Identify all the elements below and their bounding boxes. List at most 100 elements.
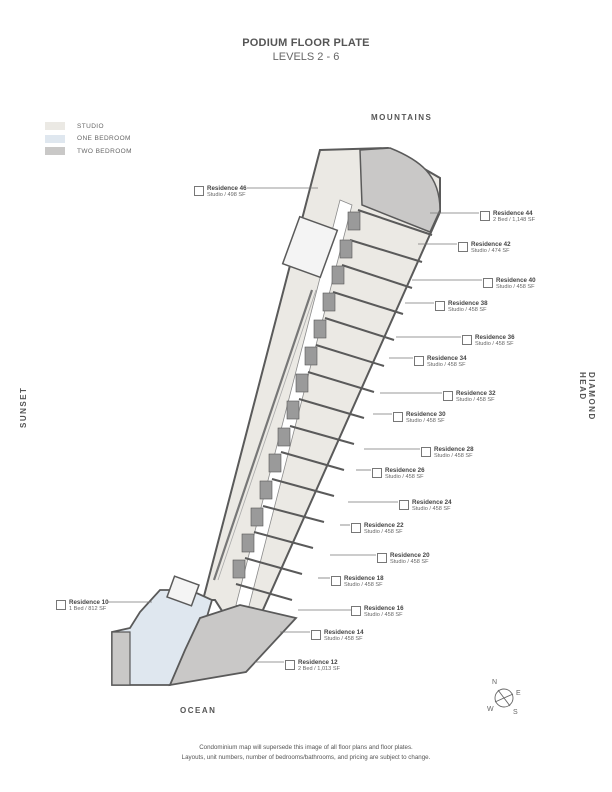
checkbox-icon[interactable] xyxy=(421,447,431,457)
residence-44-area xyxy=(359,147,441,233)
studio-swatch xyxy=(45,122,65,131)
residence-info: Studio / 474 SF xyxy=(471,248,510,254)
residence-name: Residence 12 xyxy=(298,659,338,666)
residence-name: Residence 24 xyxy=(412,499,452,506)
disclaimer-line-1: Condominium map will supersede this imag… xyxy=(199,744,413,751)
residence-info: Studio / 458 SF xyxy=(475,341,514,347)
residence-info: Studio / 458 SF xyxy=(390,559,429,565)
residence-name: Residence 20 xyxy=(390,552,430,559)
residence-12-area xyxy=(168,604,298,687)
residence-info: Studio / 458 SF xyxy=(448,307,487,313)
residence-info: Studio / 458 SF xyxy=(412,506,451,512)
compass-west: W xyxy=(487,706,494,713)
residence-info: Studio / 458 SF xyxy=(364,529,403,535)
legend-item-studio: STUDIO xyxy=(45,120,132,133)
checkbox-icon[interactable] xyxy=(443,391,453,401)
page-subtitle: LEVELS 2 - 6 xyxy=(272,51,340,63)
residence-name: Residence 30 xyxy=(406,411,446,418)
residence-name: Residence 28 xyxy=(434,446,474,453)
residence-name: Residence 34 xyxy=(427,355,467,362)
checkbox-icon[interactable] xyxy=(435,301,445,311)
compass-south: S xyxy=(513,709,518,716)
checkbox-icon[interactable] xyxy=(372,468,382,478)
direction-north-label: MOUNTAINS xyxy=(371,113,433,122)
residence-name: Residence 26 xyxy=(385,467,425,474)
residence-info: Studio / 498 SF xyxy=(207,192,246,198)
checkbox-icon[interactable] xyxy=(285,660,295,670)
residence-info: 2 Bed / 1,148 SF xyxy=(493,217,535,223)
checkbox-icon[interactable] xyxy=(351,606,361,616)
compass-icon xyxy=(494,688,514,708)
compass-east: E xyxy=(516,690,521,697)
residence-info: Studio / 458 SF xyxy=(456,397,495,403)
checkbox-icon[interactable] xyxy=(483,278,493,288)
checkbox-icon[interactable] xyxy=(311,630,321,640)
residence-info: 1 Bed / 812 SF xyxy=(69,606,107,612)
compass-north: N xyxy=(492,679,498,686)
residence-10-area xyxy=(111,589,214,686)
legend-item-one-bedroom: ONE BEDROOM xyxy=(45,133,132,146)
residence-info: Studio / 458 SF xyxy=(344,582,383,588)
checkbox-icon[interactable] xyxy=(462,335,472,345)
checkbox-icon[interactable] xyxy=(393,412,403,422)
disclaimer-line-2: Layouts, unit numbers, number of bedroom… xyxy=(181,754,431,761)
two-bedroom-swatch xyxy=(45,147,65,156)
residence-name: Residence 10 xyxy=(69,599,109,606)
residence-info: Studio / 458 SF xyxy=(324,636,363,642)
residence-info: Studio / 458 SF xyxy=(496,284,535,290)
legend-label: ONE BEDROOM xyxy=(77,135,131,143)
residence-info: Studio / 458 SF xyxy=(427,362,466,368)
legend-item-two-bedroom: TWO BEDROOM xyxy=(45,145,132,158)
checkbox-icon[interactable] xyxy=(480,211,490,221)
residence-name: Residence 18 xyxy=(344,575,384,582)
residence-name: Residence 14 xyxy=(324,629,364,636)
residence-name: Residence 40 xyxy=(496,277,536,284)
residence-name: Residence 16 xyxy=(364,605,404,612)
residence-info: Studio / 458 SF xyxy=(364,612,403,618)
checkbox-icon[interactable] xyxy=(399,500,409,510)
disclaimer: Condominium map will supersede this imag… xyxy=(0,743,612,763)
one-bedroom-swatch xyxy=(45,134,65,143)
checkbox-icon[interactable] xyxy=(377,553,387,563)
residence-name: Residence 42 xyxy=(471,241,511,248)
direction-south-label: OCEAN xyxy=(180,706,217,715)
residence-name: Residence 38 xyxy=(448,300,488,307)
legend-label: TWO BEDROOM xyxy=(77,147,132,155)
residence-name: Residence 46 xyxy=(207,185,247,192)
checkbox-icon[interactable] xyxy=(351,523,361,533)
page-title: PODIUM FLOOR PLATE xyxy=(242,37,370,49)
residence-info: 2 Bed / 1,013 SF xyxy=(298,666,340,672)
legend: STUDIO ONE BEDROOM TWO BEDROOM xyxy=(45,120,132,158)
compass-rose: N E S W xyxy=(482,676,526,725)
checkbox-icon[interactable] xyxy=(194,186,204,196)
residence-info: Studio / 458 SF xyxy=(434,453,473,459)
checkbox-icon[interactable] xyxy=(331,576,341,586)
residence-name: Residence 44 xyxy=(493,210,533,217)
checkbox-icon[interactable] xyxy=(414,356,424,366)
checkbox-icon[interactable] xyxy=(458,242,468,252)
residence-info: Studio / 458 SF xyxy=(406,418,445,424)
checkbox-icon[interactable] xyxy=(56,600,66,610)
legend-label: STUDIO xyxy=(77,122,104,130)
residence-name: Residence 36 xyxy=(475,334,515,341)
